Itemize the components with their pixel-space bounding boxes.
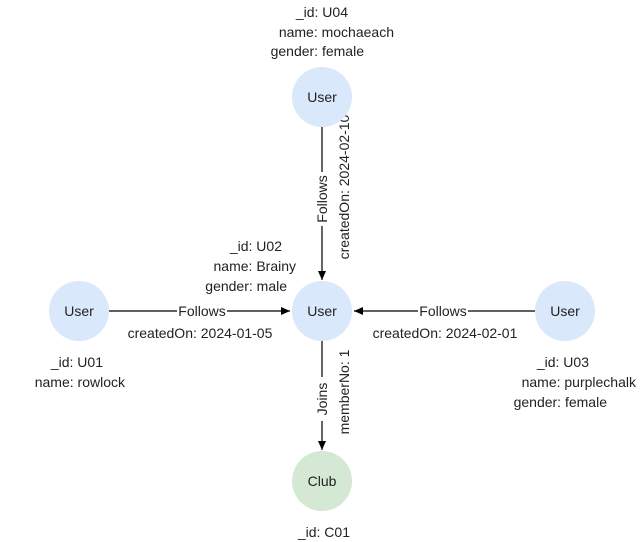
edge-label-bg (312, 172, 332, 226)
node-prop: _id: U04 (295, 4, 348, 20)
edge-label-bg (312, 377, 332, 421)
node-prop: gender: female (514, 394, 608, 410)
node-prop: name: rowlock (35, 374, 126, 390)
node-prop: _id: U03 (536, 354, 589, 370)
edge-type-label: Follows (314, 175, 330, 222)
node-prop: name: mochaeach (279, 24, 394, 40)
node-u02-props: _id: U02 name: Brainy gender: male (205, 238, 296, 294)
node-label: User (550, 303, 580, 319)
node-c01-props: _id: C01 (297, 524, 350, 540)
edge-u02-joins-c01: Joins memberNo: 1 (312, 341, 352, 450)
user-node-circle[interactable] (535, 281, 595, 341)
node-u01[interactable]: User (49, 281, 109, 341)
node-prop: gender: male (205, 278, 287, 294)
node-u01-props: _id: U01 name: rowlock (35, 354, 126, 390)
node-u02[interactable]: User (292, 281, 352, 341)
edge-prop-label: createdOn: 2024-01-05 (128, 325, 273, 341)
user-node-circle[interactable] (49, 281, 109, 341)
node-label: User (307, 89, 337, 105)
node-u04[interactable]: User (292, 67, 352, 127)
edge-label-bg (177, 302, 227, 320)
node-u03-props: _id: U03 name: purplechalk gender: femal… (514, 354, 637, 410)
user-node-circle[interactable] (292, 67, 352, 127)
node-prop: name: purplechalk (522, 374, 637, 390)
edge-prop-label: createdOn: 2024-02-01 (373, 325, 518, 341)
node-prop: _id: U01 (50, 354, 103, 370)
edge-prop-label: memberNo: 1 (336, 349, 352, 434)
edge-u03-follows-u02: Follows createdOn: 2024-02-01 (354, 302, 535, 341)
node-label: User (64, 303, 94, 319)
node-prop: gender: female (271, 43, 365, 59)
edge-type-label: Follows (178, 303, 225, 319)
node-u04-props: _id: U04 name: mochaeach gender: female (271, 4, 394, 59)
node-label: User (307, 303, 337, 319)
user-node-circle[interactable] (292, 281, 352, 341)
edge-type-label: Joins (314, 383, 330, 416)
node-prop: _id: C01 (297, 524, 350, 540)
node-prop: name: Brainy (214, 258, 296, 274)
node-c01[interactable]: Club (292, 451, 352, 511)
edge-label-bg (418, 302, 468, 320)
edge-u01-follows-u02: Follows createdOn: 2024-01-05 (109, 302, 290, 341)
edge-u04-follows-u02: Follows createdOn: 2024-02-10 (312, 114, 352, 280)
club-node-circle[interactable] (292, 451, 352, 511)
edge-type-label: Follows (419, 303, 466, 319)
edge-prop-label: createdOn: 2024-02-10 (336, 114, 352, 259)
node-u03[interactable]: User (535, 281, 595, 341)
node-prop: _id: U02 (229, 238, 282, 254)
node-label: Club (308, 473, 337, 489)
